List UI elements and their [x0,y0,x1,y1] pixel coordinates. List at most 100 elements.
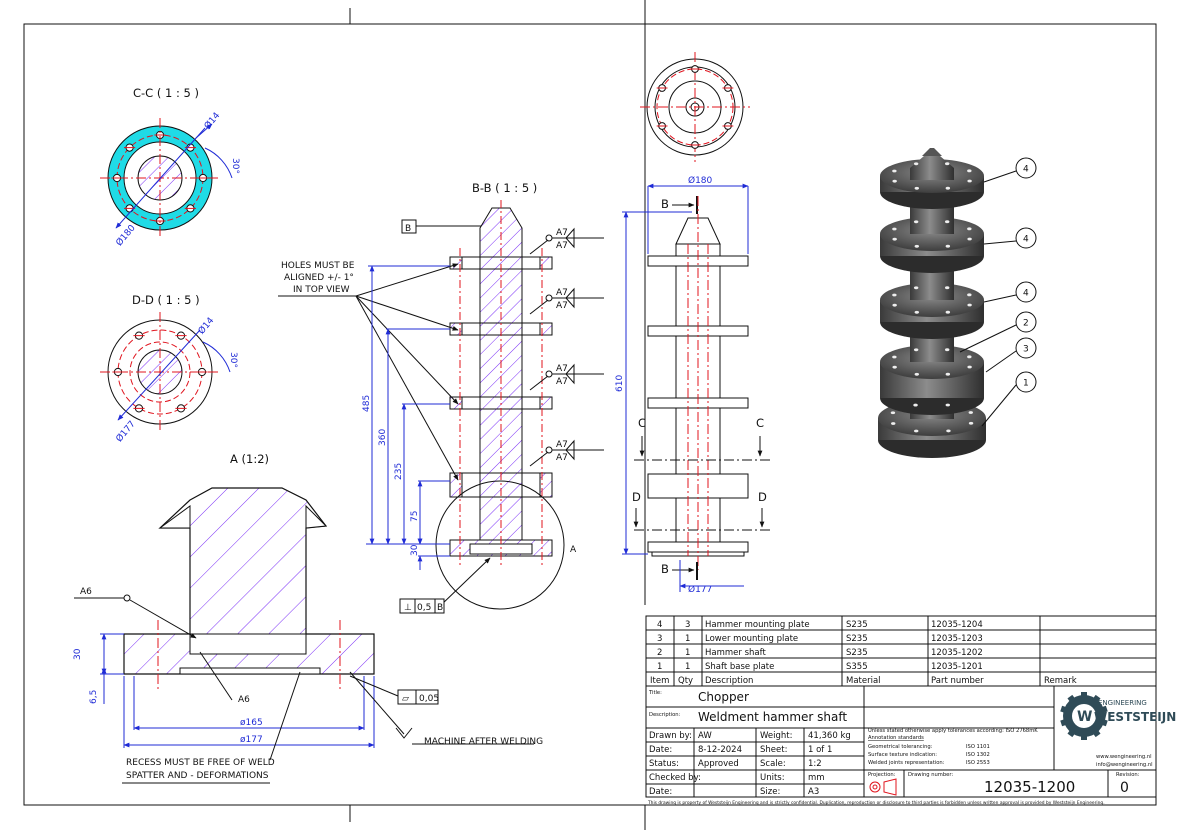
cog-tooth [1060,705,1068,714]
balloon-leader [983,294,1017,303]
bom-cell: 4 [657,620,662,630]
balloon-leader [983,240,1017,245]
view-cc: C-C ( 1 : 5 ) Ø14 30° Ø180 [100,86,240,248]
tb-std-row2-value: ISO 1302 [966,752,990,758]
iso-hole [892,169,897,173]
tb-website: www.wengineering.nl [1096,754,1152,760]
iso-hole [892,293,897,297]
cog-tooth [1067,694,1076,704]
logo-w: W [1077,709,1092,725]
cog-tooth [1081,734,1087,740]
tb-scale-label: Scale: [760,759,786,769]
fillet-weld-icon [565,227,575,249]
flatness-value: 0,05 [419,694,439,704]
recess-note-line2: SPATTER AND - DEFORMATIONS [126,771,269,781]
balloon [1015,371,1037,393]
cog-tooth [1081,692,1087,698]
balloon [1015,281,1037,303]
weld-flag-circle [545,446,553,454]
balloon-leader [985,350,1017,373]
cog-tooth [1100,705,1108,714]
iso-hole [914,429,919,433]
weld-arrow [529,299,549,315]
cog-tooth [1092,694,1101,704]
iso-hole [944,348,950,352]
holes-note-line1: HOLES MUST BE [281,261,355,271]
detail-a-weld-label: A6 [80,587,92,597]
dd-bolt-holes [112,331,208,413]
iso-hole [967,303,972,307]
balloon-number: 3 [1023,345,1029,355]
weld-flag-circle [545,370,553,378]
detail-a-weld-label-lower: A6 [238,695,250,705]
iso-hole [914,244,920,248]
front-section-d-right: D [758,490,767,504]
view-dd: D-D ( 1 : 5 ) Ø14 30° Ø177 [100,293,238,444]
detail-a-recess-dimension: 6,5 [89,690,99,704]
weld-flag-circle [545,234,553,242]
bb-dim-485: 485 [362,395,372,412]
weld-size-label: A7 [556,301,568,311]
cog-tooth [1100,718,1108,727]
balloon-number: 2 [1023,319,1029,329]
view-dd-title: D-D ( 1 : 5 ) [132,293,200,307]
bom-cell: 1 [685,662,690,672]
holes-note-line3: IN TOP VIEW [293,285,350,295]
view-cc-title: C-C ( 1 : 5 ) [133,86,199,100]
iso-hole [914,310,920,314]
iso-hole [944,286,950,290]
bom-cell: 12035-1201 [931,662,983,672]
cog-tooth [1060,718,1068,727]
top-bolt-holes [656,65,734,149]
tb-confidential: This drawing is property of Weststeijn E… [647,800,1105,806]
bom-cell: Shaft base plate [705,662,774,672]
tb-std-row3-value: ISO 2553 [966,760,990,766]
tb-title-label: Title: [648,690,662,696]
weld-size-label: A7 [556,228,568,238]
balloon-number: 4 [1023,165,1029,175]
front-section-b-bottom: B [661,562,669,576]
balloon-number: 4 [1023,289,1029,299]
cog-icon [1060,692,1108,740]
detail-a-title: A (1:2) [230,452,269,466]
iso-hole [892,365,897,369]
tb-checked-label: Checked by: [649,773,701,783]
section-bb-title: B-B ( 1 : 5 ) [472,181,537,195]
bom-cell: 12035-1202 [931,648,983,658]
tb-std-row1-value: ISO 1101 [966,744,990,750]
bb-dim-75: 75 [410,511,420,522]
tb-drawn-label: Drawn by: [649,731,692,741]
company-logo: W ENGINEERING WESTSTEIJN [1060,692,1176,740]
bom-header-cell: Item [650,676,669,686]
iso-hole [891,422,896,425]
bom-cell: 3 [685,620,690,630]
front-section-c-right: C [756,416,764,430]
weld-size-label: A7 [556,241,568,251]
tb-std-row2-label: Surface texture indication: [868,752,937,758]
bom-cell: 1 [685,648,690,658]
iso-hole [945,403,950,407]
balloon-leader [959,324,1017,353]
perpendicularity-symbol: ⊥ [404,603,412,613]
top-view [640,52,750,162]
cog-tooth [1067,728,1076,738]
tb-drawing-number: 12035-1200 [984,778,1075,796]
front-section-b-top: B [661,197,669,211]
tb-size: A3 [808,787,819,797]
front-bottom-dimension: Ø177 [688,584,712,595]
iso-hole [944,220,950,224]
tb-std-title: Annotation standards [868,735,924,741]
tb-status-label: Status: [649,759,679,769]
front-top-dimension: Ø180 [688,175,713,186]
iso-hole [967,179,972,183]
iso-hole [914,372,920,376]
iso-hole [913,162,919,166]
tb-desc: Weldment hammer shaft [698,710,847,724]
iso-hole [913,220,919,224]
tb-revision: 0 [1120,780,1129,796]
detail-a-height-dimension: 30 [73,648,83,660]
tb-projection-label: Projection: [868,772,896,778]
tb-date-label: Date: [649,745,672,755]
